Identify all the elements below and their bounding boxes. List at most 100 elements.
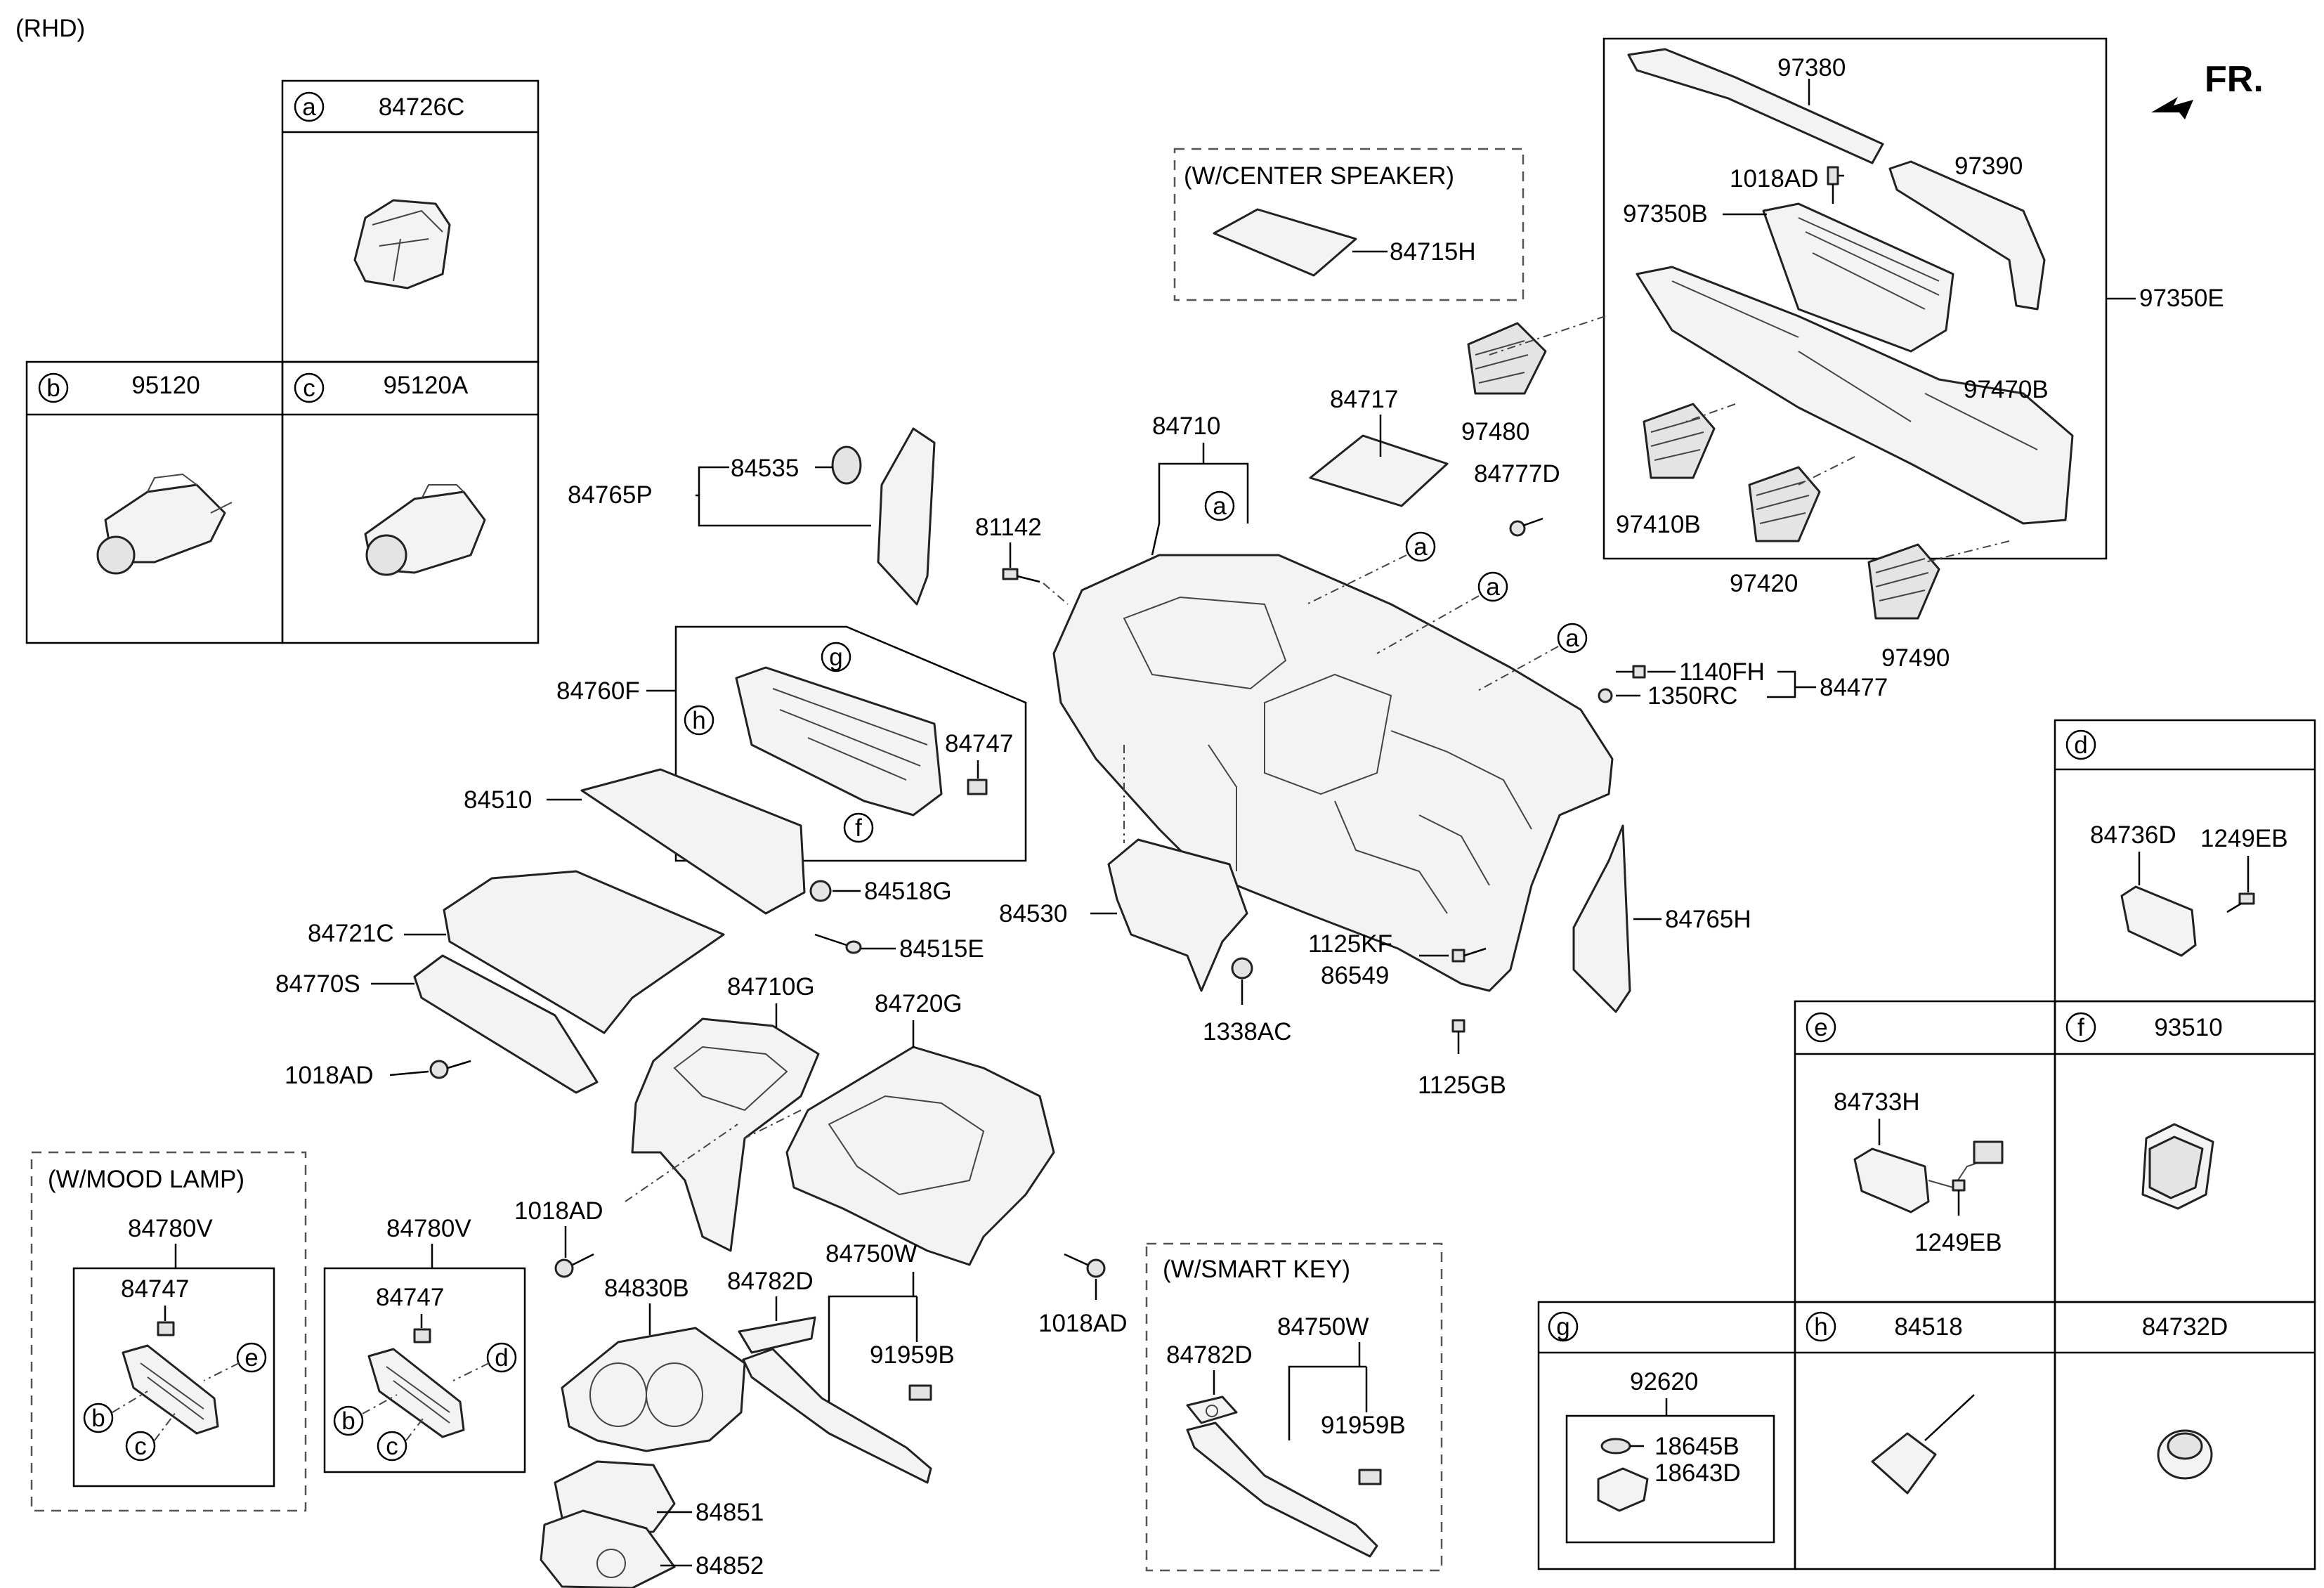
duct-assembly: 97380 1018AD 97390 97350B 97350E 97470B … [1461,37,2224,672]
box-e-letter: e [1814,1014,1827,1041]
right-vent-icon [1867,543,1940,620]
label-84765H: 84765H [1665,906,1751,933]
callout-a-1: a [1213,493,1227,520]
label-84765P: 84765P [568,481,653,509]
trim-84750W-icon [742,1348,932,1484]
label-1338AC: 1338AC [1203,1018,1291,1046]
box-i: 84732D [2054,1301,2316,1570]
label-86549: 86549 [1321,962,1389,989]
front-label: FR. [2205,59,2264,100]
box-b-letter: b [46,375,60,402]
duct-label-97480: 97480 [1461,418,1529,445]
label-1140FH: 1140FH [1679,658,1765,686]
duct-label-97410B: 97410B [1616,511,1701,538]
knee-panel-84770S-icon [413,954,599,1094]
front-indicator: FR. [2151,59,2264,119]
callout-f: f [855,814,862,842]
duct-label-97350B: 97350B [1623,200,1708,228]
label-1125KF: 1125KF [1308,930,1392,958]
mood-lamp-assembly: 84780V [128,1215,213,1242]
airbag-84530-icon [1107,838,1248,992]
label-84518G: 84518G [864,878,952,905]
box-g-part-92620: 92620 [1630,1368,1698,1395]
label-81142: 81142 [975,514,1042,541]
label-84510: 84510 [464,786,532,814]
label-84477: 84477 [1820,674,1888,701]
box-g-part-18645B: 18645B [1654,1433,1739,1460]
main-duct-icon [1636,266,2074,525]
glove-box-outer-icon [580,768,806,915]
box-b: b 95120 [25,360,284,644]
smart-key-sticker-icon [1358,1469,1382,1485]
smart-key-label-84750W: 84750W [1277,1313,1369,1341]
switch-93510-icon [2141,1123,2214,1210]
cluster-fascia-84720G-icon [785,1046,1055,1266]
mood-lamp-callout-b: b [91,1405,105,1432]
bolt-81142-icon [1002,568,1040,583]
label-84530: 84530 [999,900,1067,928]
left-vent-icon [1467,322,1547,395]
label-84710: 84710 [1152,412,1220,440]
side-duct-icon [1627,48,1884,164]
box-d-part-84736D: 84736D [2090,821,2176,849]
lamp-84733H-icon [1853,1147,1930,1213]
cigar-lighter-icon [96,473,233,575]
mood-lamp-callout-c: c [134,1433,147,1460]
duct-label-97420: 97420 [1730,570,1798,597]
cap-84535-icon [831,445,862,485]
label-84717: 84717 [1330,386,1398,413]
center-right-vent-icon [1748,466,1821,542]
box-c-letter: c [303,375,315,402]
mood-lamp-icon [157,1321,175,1336]
standard-switch-panel-icon [367,1348,465,1438]
label-84851: 84851 [696,1499,764,1526]
label-1350RC: 1350RC [1647,682,1737,710]
box-d: d 84736D 1249EB [2054,719,2316,1003]
nut-1338AC-icon [1231,957,1253,980]
box-f: f 93510 [2054,1000,2316,1303]
screw-1249EB-d-icon [2226,892,2255,913]
box-e-part-1249EB: 1249EB [1914,1229,2002,1256]
duct-label-97470B: 97470B [1964,376,2049,403]
duct-label-97350E: 97350E [2139,285,2224,312]
duct-label-97490: 97490 [1881,644,1950,672]
box-h-part: 84518 [1894,1313,1962,1341]
callout-a-3: a [1486,573,1500,601]
box-a-letter: a [302,93,316,121]
mood-lamp-callout-e: e [244,1344,258,1372]
center-fascia-84710G-icon [631,1017,820,1252]
label-1125GB: 1125GB [1418,1072,1506,1099]
box-f-part: 93510 [2154,1014,2222,1041]
stopper-84518G-icon [809,880,832,902]
variant-label: (RHD) [15,15,85,42]
fuse-holder-icon [353,199,451,289]
trim-84782D-icon [738,1316,816,1354]
box-d-part-1249EB: 1249EB [2200,825,2288,852]
label-1018AD-center: 1018AD [514,1197,603,1225]
option-center-speaker: (W/CENTER SPEAKER) 84715H [1173,148,1525,301]
box-b-part: 95120 [131,372,200,399]
box-g-letter: g [1556,1313,1569,1341]
standard-part: 84747 [376,1284,444,1311]
label-84720G: 84720G [875,990,962,1017]
screw-1018AD-left-icon [429,1060,471,1079]
lamp-84747-icon [967,779,988,795]
cluster-hood-84830B-icon [561,1327,746,1452]
smart-key-trim-icon [1186,1395,1238,1424]
screw-1018AD-center-icon [554,1253,594,1278]
box-f-letter: f [2077,1014,2084,1041]
duct-label-1018AD: 1018AD [1730,165,1818,193]
label-84760F: 84760F [556,677,640,705]
screw-1018AD-right-icon [1064,1253,1106,1278]
lower-panel-84721C-icon [443,870,725,1034]
standard-callout-d: d [495,1344,508,1372]
callout-a-2: a [1414,533,1428,561]
smart-key-panel-icon [1186,1421,1378,1558]
box-c-part: 95120A [384,372,469,399]
center-speaker-cover-icon [1213,208,1357,277]
bulb-icon [1600,1438,1644,1454]
main-assembly: 84717 84710 a a a a 84765P 84535 81142 [275,386,1888,1588]
power-outlet-icon [364,484,486,576]
front-arrow-icon [2151,97,2193,119]
